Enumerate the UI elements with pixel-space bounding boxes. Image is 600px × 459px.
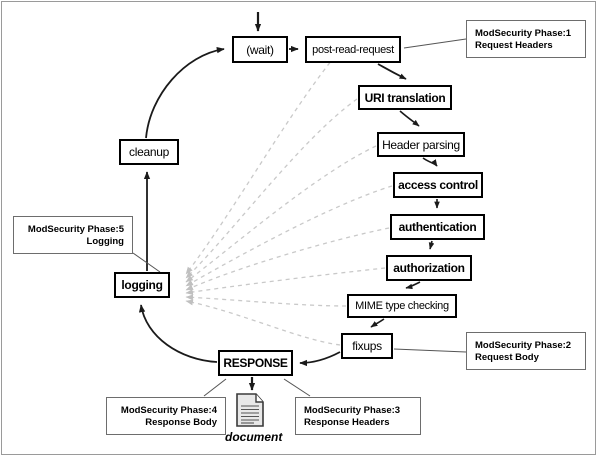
annotation-line-1: ModSecurity Phase:4 bbox=[120, 405, 217, 416]
node-response[interactable]: RESPONSE bbox=[218, 350, 293, 376]
node-header-parsing[interactable]: Header parsing bbox=[377, 132, 465, 157]
annotation-leader-lines bbox=[132, 38, 467, 397]
node-uri-translation[interactable]: URI translation bbox=[358, 85, 452, 110]
node-label: fixups bbox=[352, 339, 382, 353]
node-label: logging bbox=[121, 278, 163, 292]
edge-header-to-access bbox=[422, 157, 438, 167]
node-cleanup[interactable]: cleanup bbox=[119, 139, 179, 165]
node-label: access control bbox=[398, 178, 478, 192]
annotation-line-1: ModSecurity Phase:3 bbox=[304, 405, 401, 416]
edge-uri-to-header bbox=[399, 110, 420, 127]
node-access-control[interactable]: access control bbox=[393, 172, 483, 198]
node-label: post-read-request bbox=[312, 43, 394, 56]
annotation-modsecurity-phase-1: ModSecurity Phase:1 Request Headers bbox=[466, 20, 586, 58]
edge-fixups-to-response bbox=[299, 351, 341, 367]
annotation-line-1: ModSecurity Phase:5 bbox=[27, 224, 124, 235]
annotation-line-1: ModSecurity Phase:1 bbox=[475, 28, 572, 39]
node-logging[interactable]: logging bbox=[114, 272, 170, 298]
node-authorization[interactable]: authorization bbox=[386, 255, 472, 281]
annotation-line-1: ModSecurity Phase:2 bbox=[475, 340, 572, 351]
edge-cleanup-to-wait bbox=[145, 46, 225, 139]
node-label: RESPONSE bbox=[223, 356, 288, 370]
node-label: URI translation bbox=[364, 90, 446, 105]
edge-mime-to-fixups bbox=[370, 318, 385, 328]
leader-phase5 bbox=[132, 252, 161, 273]
leader-phase4 bbox=[203, 378, 227, 397]
leader-phase3 bbox=[283, 378, 311, 397]
node-label: authorization bbox=[393, 261, 465, 275]
annotation-line-2: Request Headers bbox=[475, 40, 553, 51]
annotation-line-2: Request Body bbox=[475, 352, 539, 363]
annotation-line-2: Response Body bbox=[145, 417, 217, 428]
edge-response-to-logging bbox=[138, 304, 218, 363]
solid-flow-edges bbox=[138, 12, 440, 391]
node-label: (wait) bbox=[246, 42, 274, 57]
annotation-modsecurity-phase-5: ModSecurity Phase:5 Logging bbox=[13, 216, 133, 254]
leader-phase1 bbox=[403, 38, 467, 49]
annotation-line-2: Logging bbox=[86, 236, 124, 247]
node-label: cleanup bbox=[129, 145, 169, 159]
annotation-modsecurity-phase-4: ModSecurity Phase:4 Response Body bbox=[106, 397, 226, 435]
leader-phase2 bbox=[393, 348, 467, 353]
dashed-logging-edges bbox=[185, 49, 393, 346]
annotation-modsecurity-phase-3: ModSecurity Phase:3 Response Headers bbox=[295, 397, 421, 435]
document-caption: document bbox=[225, 430, 283, 444]
node-authentication[interactable]: authentication bbox=[390, 214, 485, 240]
document-icon bbox=[236, 393, 264, 427]
edge-authz-to-mime bbox=[405, 281, 421, 290]
node-label: authentication bbox=[398, 220, 477, 234]
node-label: Header parsing bbox=[382, 137, 460, 152]
node-mime-type-checking[interactable]: MIME type checking bbox=[347, 294, 457, 318]
annotation-line-2: Response Headers bbox=[304, 417, 390, 428]
annotation-modsecurity-phase-2: ModSecurity Phase:2 Request Body bbox=[466, 332, 586, 370]
node-wait[interactable]: (wait) bbox=[232, 36, 288, 63]
node-fixups[interactable]: fixups bbox=[341, 333, 393, 359]
edge-auth-to-authz bbox=[428, 240, 435, 250]
node-label: MIME type checking bbox=[355, 300, 449, 312]
node-post-read-request[interactable]: post-read-request bbox=[305, 36, 401, 63]
edge-postread-to-uri bbox=[377, 63, 407, 80]
